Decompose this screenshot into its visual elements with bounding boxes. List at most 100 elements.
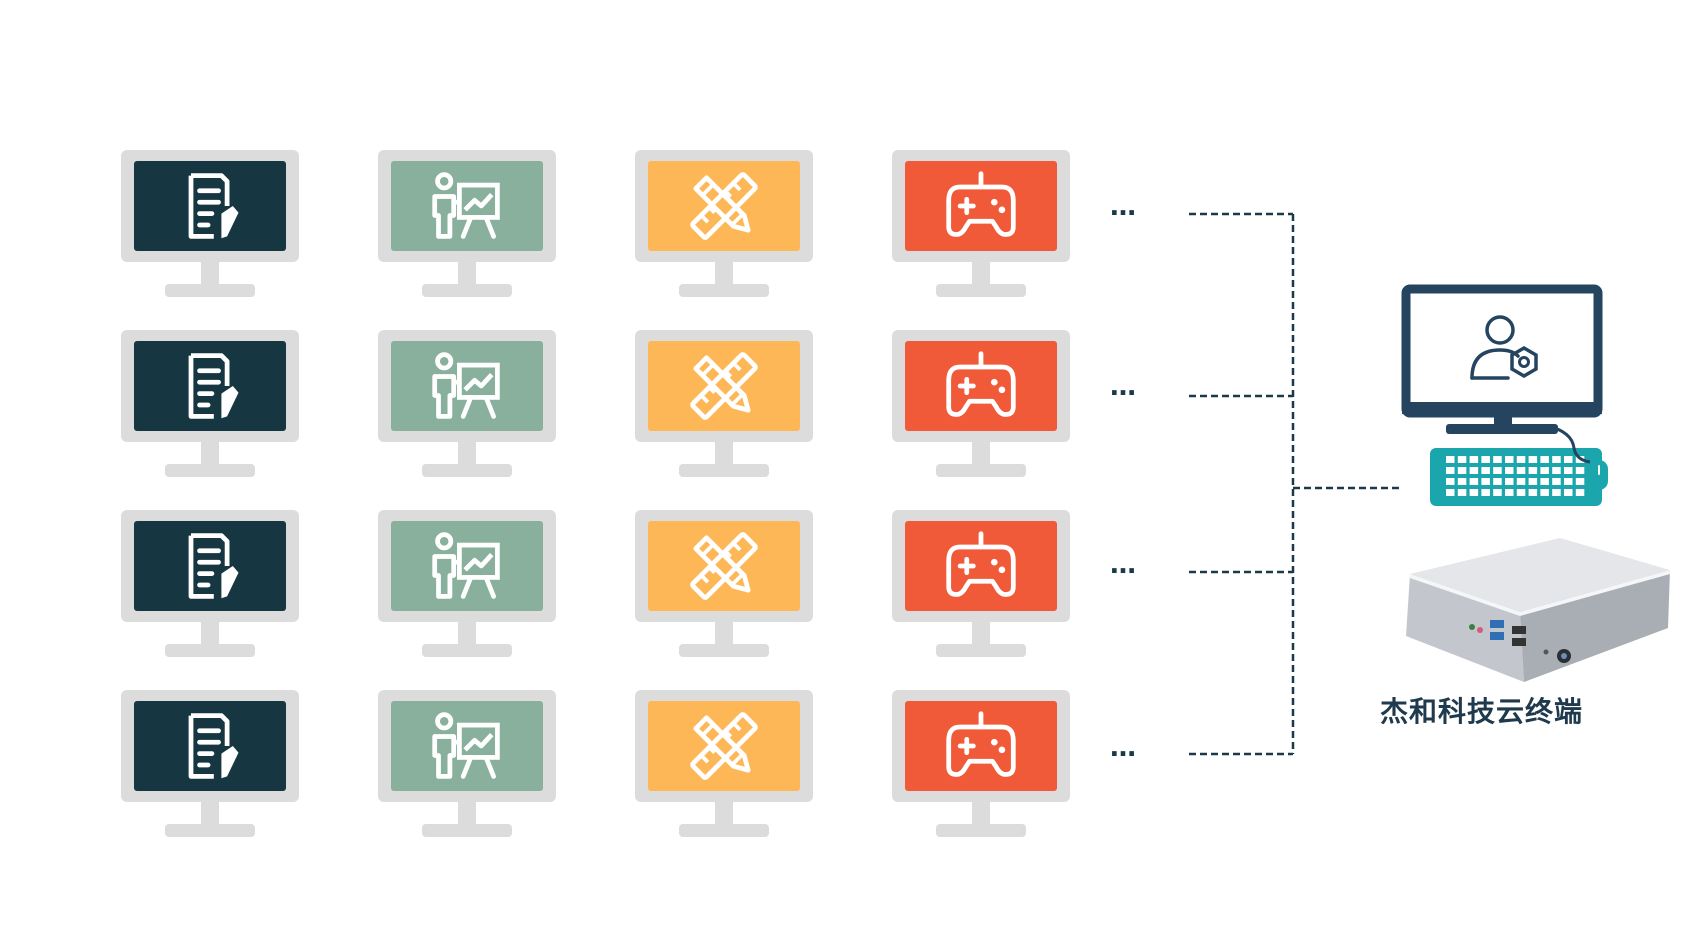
client-monitor bbox=[121, 330, 299, 477]
keyboard-key bbox=[1446, 467, 1455, 474]
monitor-screen bbox=[648, 521, 800, 611]
monitor-screen bbox=[134, 341, 286, 431]
keyboard-key bbox=[1493, 456, 1502, 463]
keyboard bbox=[1430, 448, 1602, 506]
keyboard-key bbox=[1540, 478, 1549, 485]
client-monitor bbox=[892, 150, 1070, 297]
monitor-base bbox=[936, 824, 1026, 837]
keyboard-key bbox=[1564, 467, 1573, 474]
keyboard-key bbox=[1552, 467, 1561, 474]
keyboard-key bbox=[1528, 467, 1538, 474]
monitor-neck bbox=[715, 442, 733, 466]
monitor-base bbox=[165, 644, 255, 657]
monitor-screen bbox=[134, 161, 286, 251]
client-monitor bbox=[378, 330, 556, 477]
monitor-screen bbox=[648, 161, 800, 251]
ellipsis-row-1: … bbox=[1110, 192, 1138, 222]
monitor-screen bbox=[905, 341, 1057, 431]
monitor-neck bbox=[458, 802, 476, 826]
monitor-neck bbox=[201, 622, 219, 646]
keyboard-key bbox=[1540, 467, 1549, 474]
keyboard-key bbox=[1481, 489, 1490, 496]
monitor-base bbox=[679, 284, 769, 297]
client-monitor bbox=[378, 690, 556, 837]
monitor-neck bbox=[972, 262, 990, 286]
monitor-screen bbox=[134, 521, 286, 611]
ellipsis-row-2: … bbox=[1110, 372, 1138, 402]
keyboard-key bbox=[1575, 467, 1585, 474]
client-monitor bbox=[635, 690, 813, 837]
monitor-base bbox=[422, 644, 512, 657]
monitor-neck bbox=[972, 622, 990, 646]
keyboard-key bbox=[1516, 456, 1526, 463]
device-label: 杰和科技云终端 bbox=[1380, 695, 1584, 728]
client-monitor bbox=[892, 330, 1070, 477]
connector-lines bbox=[1189, 212, 1400, 756]
monitor-base bbox=[936, 284, 1026, 297]
keyboard-key bbox=[1457, 478, 1467, 485]
admin-workstation bbox=[1401, 284, 1608, 506]
monitor-neck bbox=[201, 442, 219, 466]
client-monitor bbox=[121, 150, 299, 297]
keyboard-key bbox=[1564, 489, 1573, 496]
monitor-grid bbox=[121, 150, 1070, 837]
keyboard-key bbox=[1469, 456, 1479, 463]
keyboard-key bbox=[1469, 467, 1479, 474]
monitor-base bbox=[679, 824, 769, 837]
monitor-neck bbox=[458, 442, 476, 466]
monitor-base bbox=[165, 464, 255, 477]
keyboard-key bbox=[1528, 456, 1538, 463]
client-monitor bbox=[635, 330, 813, 477]
client-monitor bbox=[892, 690, 1070, 837]
monitor-base bbox=[679, 644, 769, 657]
workstation-monitor-neck bbox=[1494, 414, 1512, 426]
monitor-base bbox=[422, 284, 512, 297]
monitor-neck bbox=[972, 802, 990, 826]
monitor-neck bbox=[715, 802, 733, 826]
client-monitor bbox=[121, 510, 299, 657]
monitor-screen bbox=[648, 701, 800, 791]
keyboard-key bbox=[1540, 489, 1549, 496]
keyboard-key bbox=[1552, 478, 1561, 485]
keyboard-key bbox=[1481, 467, 1490, 474]
keyboard-key bbox=[1457, 456, 1467, 463]
keyboard-key bbox=[1469, 489, 1479, 496]
keyboard-key bbox=[1505, 467, 1514, 474]
client-monitor bbox=[635, 150, 813, 297]
keyboard-key bbox=[1493, 467, 1502, 474]
client-monitor bbox=[892, 510, 1070, 657]
monitor-base bbox=[936, 644, 1026, 657]
monitor-neck bbox=[458, 262, 476, 286]
monitor-screen bbox=[905, 521, 1057, 611]
keyboard-key bbox=[1446, 489, 1455, 496]
mouse-cable bbox=[1547, 424, 1591, 464]
keyboard-key bbox=[1540, 456, 1549, 463]
keyboard-key bbox=[1564, 478, 1573, 485]
monitor-base bbox=[422, 464, 512, 477]
admin-user-gear-icon bbox=[1470, 315, 1538, 380]
keyboard-key bbox=[1446, 478, 1455, 485]
keyboard-key bbox=[1516, 467, 1526, 474]
keyboard-key bbox=[1552, 456, 1561, 463]
cloud-terminal-device bbox=[1406, 538, 1670, 682]
monitor-screen bbox=[134, 701, 286, 791]
keyboard-key bbox=[1528, 478, 1538, 485]
monitor-base bbox=[422, 824, 512, 837]
monitor-neck bbox=[201, 802, 219, 826]
ellipsis-row-3: … bbox=[1110, 550, 1138, 580]
keyboard-key bbox=[1516, 489, 1526, 496]
workstation-monitor-base bbox=[1446, 424, 1558, 434]
client-monitor bbox=[635, 510, 813, 657]
keyboard-key bbox=[1481, 478, 1490, 485]
keyboard-key bbox=[1528, 489, 1538, 496]
monitor-neck bbox=[458, 622, 476, 646]
keyboard-key bbox=[1446, 456, 1455, 463]
monitor-neck bbox=[201, 262, 219, 286]
monitor-base bbox=[936, 464, 1026, 477]
keyboard-key bbox=[1505, 478, 1514, 485]
keyboard-key bbox=[1493, 478, 1502, 485]
ellipsis-row-4: … bbox=[1110, 733, 1138, 763]
monitor-neck bbox=[715, 622, 733, 646]
client-monitor bbox=[378, 150, 556, 297]
